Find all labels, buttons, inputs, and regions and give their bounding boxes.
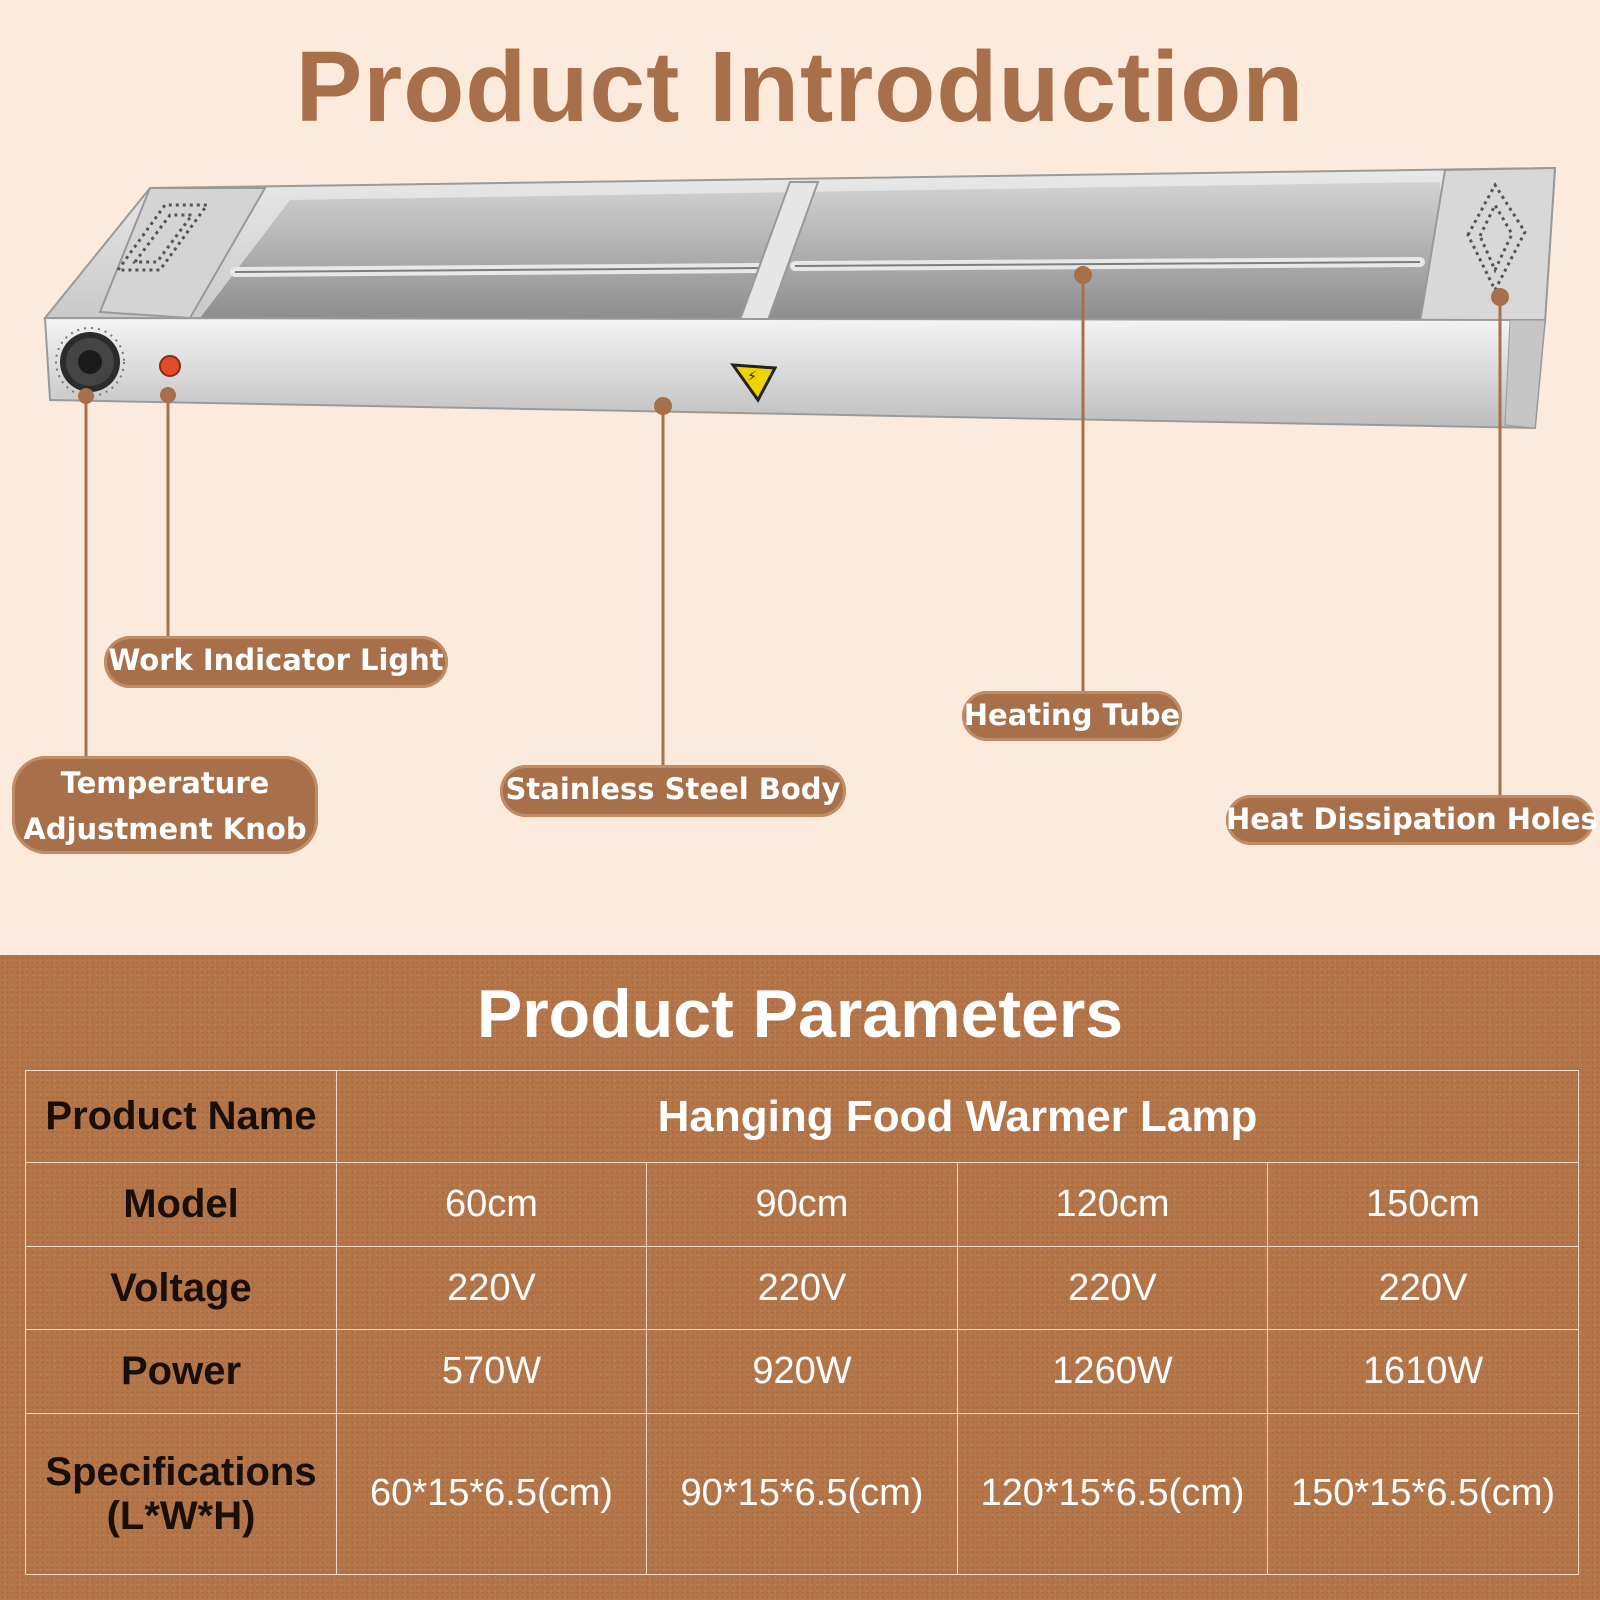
- svg-text:⚡: ⚡: [747, 369, 757, 385]
- table-row: Power 570W 920W 1260W 1610W: [25, 1329, 1580, 1414]
- table-cell: 220V: [1266, 1245, 1580, 1331]
- product-parameters-title: Product Parameters: [476, 976, 1124, 1052]
- table-row: Voltage 220V 220V 220V 220V: [25, 1245, 1580, 1331]
- table-cell: 220V: [646, 1245, 958, 1331]
- callout-leaders: [78, 266, 1509, 797]
- work-indicator-light-callout: Work Indicator Light: [104, 636, 448, 688]
- temperature-knob-callout: Temperature Adjustment Knob: [12, 756, 318, 854]
- temperature-knob-callout-line1: Temperature: [60, 766, 270, 800]
- table-cell: 60cm: [336, 1162, 647, 1247]
- product-name-label: Product Name: [25, 1069, 337, 1164]
- product-parameters-section: Product Parameters Product Name Hanging …: [0, 955, 1600, 1600]
- table-cell: 90*15*6.5(cm): [646, 1412, 958, 1576]
- table-row: Specifications (L*W*H) 60*15*6.5(cm) 90*…: [25, 1412, 1580, 1576]
- table-cell: 120cm: [957, 1162, 1268, 1247]
- stainless-steel-body-callout: Stainless Steel Body: [500, 765, 846, 817]
- table-cell: 60*15*6.5(cm): [336, 1412, 647, 1576]
- table-cell: 90cm: [646, 1162, 958, 1247]
- product-name-value: Hanging Food Warmer Lamp: [335, 1069, 1580, 1164]
- table-cell: 120*15*6.5(cm): [957, 1412, 1268, 1576]
- table-cell: 220V: [957, 1245, 1268, 1331]
- temperature-knob-callout-line2: Adjustment Knob: [23, 812, 307, 846]
- table-cell: 150*15*6.5(cm): [1266, 1412, 1580, 1576]
- temperature-knob-graphic: [55, 327, 125, 397]
- row-label-model: Model: [25, 1162, 337, 1247]
- table-cell: 220V: [336, 1245, 647, 1331]
- row-label-specifications: Specifications (L*W*H): [25, 1412, 337, 1576]
- indicator-light-graphic: [159, 355, 181, 377]
- food-warmer-illustration: ⚡: [42, 166, 1557, 797]
- spec-label-line2: (L*W*H): [106, 1493, 256, 1538]
- warmer-cavity: [200, 182, 1445, 320]
- table-row: Model 60cm 90cm 120cm 150cm: [25, 1162, 1580, 1247]
- row-label-power: Power: [25, 1329, 337, 1414]
- table-cell: 150cm: [1266, 1162, 1580, 1247]
- right-vent-holes: [1466, 182, 1527, 294]
- table-cell: 1260W: [957, 1329, 1268, 1414]
- warmer-front-panel: [43, 316, 1547, 430]
- table-row: Product Name Hanging Food Warmer Lamp: [25, 1069, 1580, 1164]
- table-cell: 1610W: [1266, 1329, 1580, 1414]
- product-introduction-title: Product Introduction: [295, 31, 1305, 143]
- left-end-plate: [98, 187, 267, 320]
- product-introduction-section: Product Introduction: [12, 31, 1598, 854]
- table-cell: 570W: [336, 1329, 647, 1414]
- heat-dissipation-holes-callout: Heat Dissipation Holes: [1226, 795, 1598, 845]
- row-label-voltage: Voltage: [25, 1245, 337, 1331]
- spec-label-line1: Specifications: [45, 1449, 317, 1494]
- heating-tube-callout: Heating Tube: [962, 691, 1182, 741]
- warning-triangle-icon: [729, 363, 778, 403]
- table-cell: 920W: [646, 1329, 958, 1414]
- parameters-table: Product Name Hanging Food Warmer Lamp Mo…: [25, 1069, 1580, 1576]
